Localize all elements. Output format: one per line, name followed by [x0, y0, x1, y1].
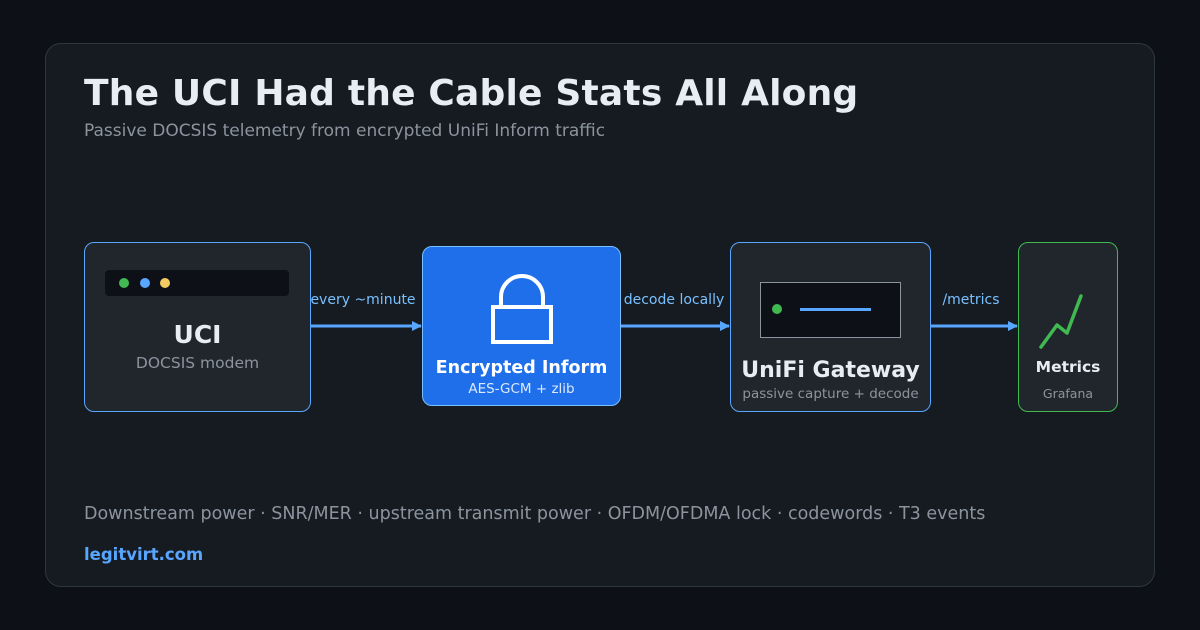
node-inform-label: Encrypted Inform [435, 358, 608, 378]
node-uci: UCI DOCSIS modem [84, 242, 311, 412]
node-gateway-sublabel: passive capture + decode [742, 386, 919, 402]
node-uci-sublabel: DOCSIS modem [135, 354, 260, 372]
window-dots-icon [105, 270, 289, 296]
node-unifi-gateway: UniFi Gateway passive capture + decode [730, 242, 931, 412]
gateway-device-icon [760, 282, 901, 338]
node-encrypted-inform: Encrypted Inform AES-GCM + zlib [422, 246, 621, 406]
brand-link[interactable]: legitvirt.com [84, 545, 204, 564]
page-title: The UCI Had the Cable Stats All Along [84, 73, 859, 114]
edge-label-decode-locally: decode locally [623, 292, 725, 308]
node-metrics-label: Metrics [1035, 358, 1101, 376]
page-subtitle: Passive DOCSIS telemetry from encrypted … [84, 121, 606, 141]
node-metrics-sublabel: Grafana [1042, 386, 1094, 401]
node-metrics: Metrics Grafana [1018, 242, 1118, 412]
node-uci-label: UCI [173, 320, 222, 349]
node-gateway-label: UniFi Gateway [741, 358, 920, 383]
lock-icon [491, 274, 553, 344]
node-inform-sublabel: AES-GCM + zlib [468, 381, 575, 397]
edge-label-every-minute: every ~minute [310, 292, 416, 308]
trend-line-icon [1039, 294, 1083, 349]
edge-label-metrics: /metrics [942, 292, 1000, 308]
telemetry-stats-list: Downstream power · SNR/MER · upstream tr… [84, 504, 986, 524]
